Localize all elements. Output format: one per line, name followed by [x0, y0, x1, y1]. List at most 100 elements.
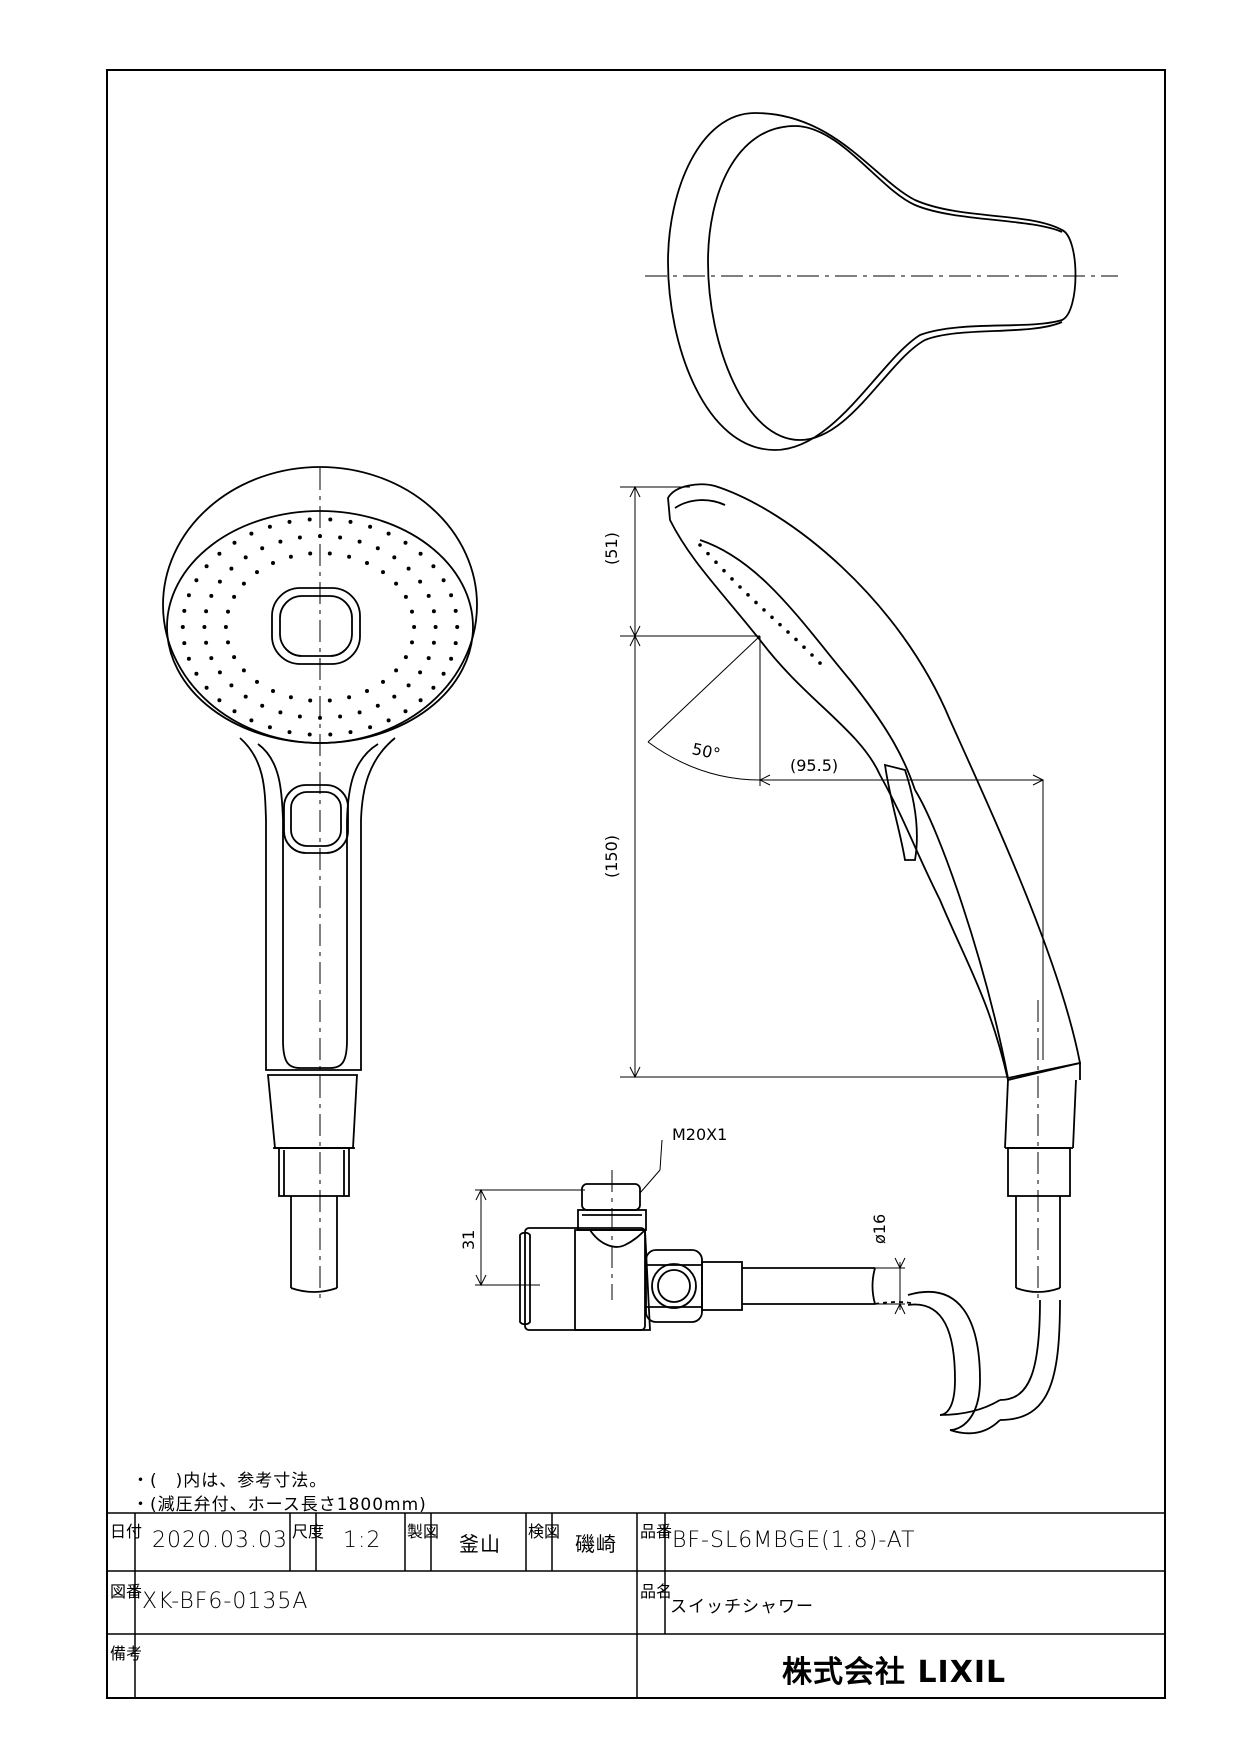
nozzle-dot — [455, 625, 460, 629]
nozzle-dot — [260, 546, 265, 551]
spray-nozzles — [180, 517, 460, 737]
label-part-no: 品番 — [640, 1522, 673, 1541]
nozzle-dot — [431, 609, 436, 614]
nozzle-dot — [412, 625, 417, 629]
nozzle-dot — [368, 524, 373, 529]
dim-31: 31 — [459, 1229, 478, 1250]
nozzle-dot — [226, 640, 230, 645]
nozzle-dot — [217, 551, 222, 556]
nozzle-dot — [194, 578, 199, 583]
side-nozzle-dot — [754, 600, 758, 605]
nozzle-dot — [381, 679, 385, 684]
value-drawn: 釜山 — [459, 1532, 501, 1556]
label-date: 日付 — [110, 1522, 143, 1541]
nozzle-dot — [308, 698, 313, 703]
nozzle-dot — [287, 519, 292, 524]
nozzle-dot — [403, 709, 408, 714]
nozzle-dot — [403, 594, 408, 599]
nozzle-dot — [410, 640, 414, 645]
value-checked: 磯崎 — [575, 1532, 617, 1556]
top-view — [645, 112, 1118, 451]
nozzle-dot — [180, 625, 185, 629]
nozzle-dot — [217, 698, 222, 703]
nozzle-dot — [217, 579, 222, 584]
nozzle-dot — [232, 655, 237, 660]
nozzle-dot — [403, 655, 408, 660]
nozzle-dot — [418, 698, 423, 703]
nozzle-dot — [338, 714, 343, 719]
label-checked: 検図 — [528, 1522, 561, 1541]
nozzle-dot — [348, 519, 353, 524]
dim-51: (51) — [602, 532, 621, 565]
nozzle-dot — [182, 641, 187, 646]
nozzle-dot — [278, 710, 283, 715]
label-name: 品名 — [640, 1582, 673, 1601]
nozzle-dot — [204, 564, 209, 569]
nozzle-dot — [288, 695, 293, 700]
note-reference: ・( )内は、参考寸法。 — [132, 1471, 328, 1491]
nozzle-dot — [318, 715, 322, 720]
nozzle-dot — [307, 732, 312, 737]
nozzle-dot — [392, 555, 397, 560]
dim-thread: M20X1 — [672, 1125, 728, 1144]
label-remarks: 備考 — [110, 1644, 143, 1663]
nozzle-dot — [287, 730, 292, 735]
nozzle-dot — [278, 539, 283, 544]
side-nozzle-dot — [802, 645, 806, 649]
nozzle-dot — [297, 535, 302, 540]
nozzle-dot — [375, 703, 380, 708]
nozzle-dot — [348, 730, 353, 735]
valve-assembly — [475, 1139, 1061, 1435]
nozzle-dot — [232, 594, 237, 599]
nozzle-dot — [297, 714, 302, 719]
nozzle-dot — [204, 609, 209, 614]
nozzle-dot — [431, 564, 436, 569]
label-scale: 尺度 — [292, 1522, 325, 1541]
nozzle-dot — [267, 725, 272, 730]
value-drawing-no: XK-BF6-0135A — [142, 1589, 309, 1614]
nozzle-dot — [453, 608, 458, 613]
nozzle-dot — [308, 551, 313, 556]
nozzle-dot — [426, 656, 431, 661]
side-nozzle-dot — [714, 560, 718, 565]
nozzle-dot — [357, 710, 362, 715]
nozzle-dot — [327, 698, 332, 703]
nozzle-dot — [431, 640, 436, 645]
nozzle-dot — [202, 625, 207, 629]
nozzle-dot — [249, 718, 254, 723]
nozzle-dot — [241, 581, 246, 586]
dimension-lines — [620, 485, 1045, 1079]
nozzle-dot — [243, 694, 248, 699]
value-scale: 1:2 — [343, 1528, 382, 1553]
nozzle-dot — [186, 656, 191, 661]
nozzle-dot — [441, 578, 446, 583]
nozzle-dot — [223, 625, 228, 629]
nozzle-dot — [328, 517, 333, 522]
side-nozzle-dot — [786, 630, 790, 634]
nozzle-dot — [182, 608, 187, 613]
nozzle-dot — [255, 570, 259, 575]
side-nozzle-dot — [770, 615, 774, 620]
side-nozzle-dot — [746, 593, 750, 597]
note-valve: ・(減圧弁付、ホース長さ1800mm) — [132, 1495, 427, 1515]
nozzle-dot — [347, 695, 352, 700]
nozzle-dot — [418, 551, 423, 556]
nozzle-dot — [271, 561, 275, 565]
nozzle-dot — [255, 679, 259, 684]
nozzle-dot — [386, 531, 391, 536]
nozzle-dot — [347, 554, 352, 559]
value-part-no: BF-SL6MBGE(1.8)-AT — [672, 1528, 916, 1553]
nozzle-dot — [267, 524, 272, 529]
nozzle-dot — [232, 540, 237, 545]
nozzle-dot — [418, 579, 423, 584]
nozzle-dot — [365, 561, 369, 565]
nozzle-dot — [260, 703, 265, 708]
side-nozzle-dot — [730, 577, 734, 581]
nozzle-dot — [418, 670, 423, 675]
side-nozzle-dot — [818, 661, 822, 665]
nozzle-dot — [249, 531, 254, 536]
nozzle-dot — [386, 718, 391, 723]
dim-95: (95.5) — [790, 756, 839, 775]
nozzle-dot — [368, 725, 373, 730]
side-nozzle-dot — [698, 543, 702, 547]
